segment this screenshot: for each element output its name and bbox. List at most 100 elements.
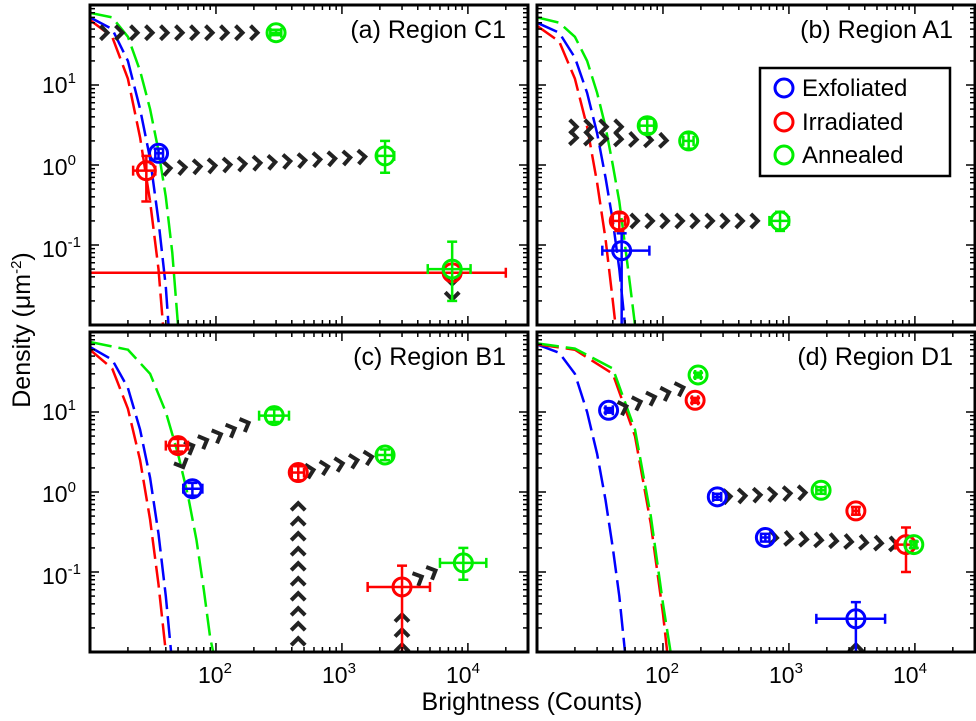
panel-4-point-annealed-1 [687, 364, 709, 386]
panel-3-transition-chevron [289, 545, 307, 557]
panel-3-point-irradiated-2 [287, 462, 309, 484]
panel-1-point-annealed-1 [265, 22, 287, 44]
panel-2-transition-chevron [689, 212, 701, 230]
panel-3-transition-chevron [289, 530, 307, 542]
panel-2-transition-chevron [568, 129, 580, 147]
panel-3-frame [88, 330, 530, 654]
panel-4-point-exfoliated-1 [598, 399, 620, 421]
panel-3-transition-chevron [289, 605, 307, 617]
panel-3-axis-ticks [89, 331, 529, 653]
y-axis-title-close: ) [8, 252, 36, 260]
panel-3: (c) Region B1 [88, 330, 530, 654]
panel-4: (d) Region D1 [535, 330, 976, 654]
panel-4-point-annealed-2 [810, 479, 832, 501]
panel-1-transition-chevron [266, 153, 279, 171]
panel-2-transition-chevron [719, 212, 731, 230]
panel-2-transition-chevron [628, 131, 640, 148]
x-tick-label-right-10-3: 103 [769, 660, 803, 688]
y-axis-title-sup: -2 [8, 261, 25, 274]
panel-1-point-exfoliated-1 [148, 142, 170, 164]
panel-4-point-irradiated-2 [845, 500, 867, 522]
panel-2-transition-chevron [583, 129, 595, 147]
panel-3-transition-3 [289, 500, 307, 647]
panel-4-point-annealed-3 [903, 534, 925, 556]
panel-1-transition-chevron [221, 156, 234, 174]
panel-1-transition-chevron [326, 150, 339, 168]
panel-1-fit-exfoliated [90, 16, 170, 325]
panel-4-transition-chevron [766, 486, 779, 503]
panel-4-transition-chevron [630, 395, 644, 412]
panel-4-transition-3 [768, 529, 900, 553]
x-tick-label-left-10-2: 102 [198, 660, 232, 688]
panel-1-frame [88, 3, 530, 327]
panel-3-fit-irradiated [90, 348, 168, 652]
panel-1-fit-annealed [90, 11, 180, 325]
panel-3-transition-chevron [347, 453, 361, 470]
x-tick-label-right-10-4: 104 [893, 660, 927, 688]
panel-2-point-annealed-1 [636, 115, 658, 137]
panel-3-transition-chevron [173, 457, 189, 470]
panel-3-transition-chevron [289, 515, 307, 527]
panel-3-transition-chevron [289, 500, 307, 512]
panel-4-point-exfoliated-3 [754, 526, 776, 548]
panel-4-fit-exfoliated [537, 343, 627, 652]
x-ticks-left: 102 103 104 [198, 660, 480, 688]
panel-2-transition-chevron [658, 131, 670, 149]
panel-3-plot-area [90, 340, 488, 652]
panel-1-transition-chevron [129, 24, 141, 42]
x-tick-label-left-10-4: 104 [446, 660, 480, 688]
panel-1-point-annealed-3 [426, 240, 472, 303]
y-tick-label-top-10-m1: 10-1 [42, 234, 81, 262]
panel-3-transition-4 [304, 449, 375, 480]
panel-4-transition-chevron [796, 484, 809, 502]
panel-4-transition-chevron [798, 530, 810, 548]
panel-2-transition-chevron [613, 130, 625, 148]
panel-1: (a) Region C1 [88, 3, 530, 327]
legend-marker-annealed [773, 144, 795, 166]
panel-3-transition-chevron [224, 422, 238, 439]
panel-1-transition-chevron [251, 154, 264, 172]
panel-1-transition-chevron [99, 24, 111, 42]
panel-4-point-exfoliated-2 [706, 486, 728, 508]
panel-3-point-annealed-3 [438, 546, 488, 582]
y-tick-label-bottom-10-0: 100 [42, 479, 76, 507]
panel-4-transition-chevron [781, 485, 794, 503]
panel-4-plot-area [537, 342, 925, 652]
panel-4-transition-chevron [645, 390, 658, 407]
panel-1-transition-chevron [189, 24, 201, 42]
panel-2-plot-area [537, 16, 791, 325]
panel-2-point-irradiated-1 [608, 210, 630, 233]
y-tick-label-top-10-0: 100 [42, 152, 76, 180]
panel-1-transition-1 [99, 24, 261, 42]
panel-3-fit-exfoliated [90, 345, 173, 652]
y-tick-label-bottom-10-m1: 10-1 [42, 561, 81, 589]
panel-3-transition-6 [411, 565, 439, 587]
x-axis-title: Brightness (Counts) [422, 688, 643, 716]
panel-2: (b) Region A1 [535, 3, 976, 327]
x-tick-label-right-10-2: 102 [645, 660, 679, 688]
panel-1-transition-chevron [176, 159, 189, 177]
panel-3-transition-chevron [210, 428, 224, 445]
y-ticks-top: 101 100 10-1 [42, 70, 81, 262]
panel-1-title: (a) Region C1 [350, 16, 506, 44]
panel-3-transition-1 [183, 417, 252, 456]
panel-1-transition-chevron [281, 153, 294, 170]
panel-1-transition-chevron [161, 160, 174, 177]
panel-3-transition-2 [173, 457, 189, 470]
legend-marker-irradiated [773, 111, 795, 133]
legend-marker-exfoliated [773, 77, 795, 99]
panel-1-transition-chevron [144, 24, 156, 42]
panel-3-transition-chevron [411, 571, 425, 587]
panel-4-transition-chevron [828, 532, 840, 550]
panel-2-fit-exfoliated [537, 21, 627, 325]
panel-1-axis-ticks [89, 4, 529, 326]
panel-4-fit-annealed [537, 342, 672, 652]
panel-2-point-annealed-3 [768, 210, 791, 233]
x-tick-label-left-10-3: 103 [322, 660, 356, 688]
panel-3-transition-chevron [304, 462, 317, 480]
y-tick-label-top-10-1: 101 [42, 70, 76, 98]
panel-2-point-annealed-2 [678, 130, 700, 152]
panel-3-fit-annealed [90, 340, 215, 652]
panel-1-transition-chevron [341, 149, 354, 167]
panel-4-transition-chevron [751, 486, 764, 504]
